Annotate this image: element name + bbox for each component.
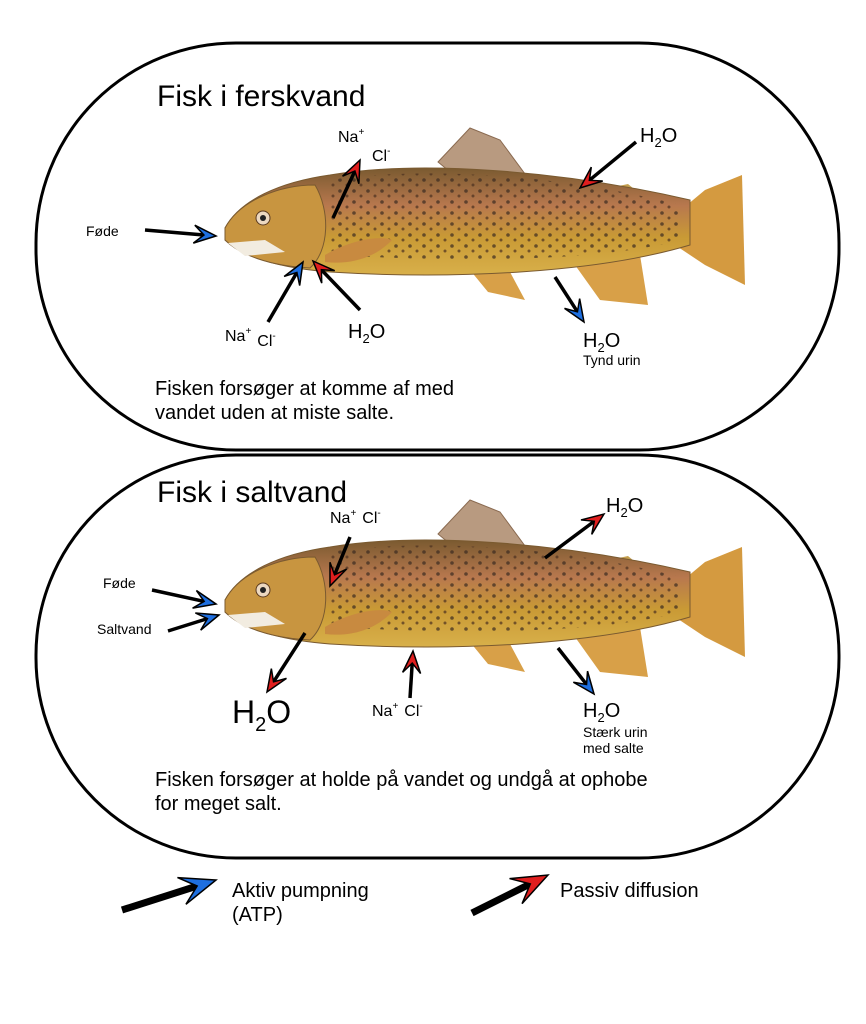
trout-illustration [224, 127, 746, 306]
arrow-shaft [320, 268, 362, 312]
arrow-ions-in-body [401, 649, 422, 699]
ion-gill-label: Na+Cl- [330, 508, 381, 527]
saltwater-label: Saltvand [97, 621, 151, 637]
arrowhead-icon [580, 512, 606, 535]
arrow-ions-out-gill [331, 158, 361, 219]
arrow-water-out-body [543, 512, 606, 560]
panel-title: Fisk i saltvand [157, 476, 347, 509]
legend: Aktiv pumpning (ATP) Passiv diffusion [120, 874, 699, 926]
arrow-saltwater-in [167, 612, 221, 633]
arrowhead-icon [192, 224, 218, 244]
arrowhead-icon [572, 670, 596, 696]
water-gill-label: H2O [348, 321, 385, 346]
water-urine-label: H2O [583, 330, 620, 355]
arrow-ions-in-gill [266, 260, 304, 323]
water-body-label: H2O [640, 125, 677, 150]
water-urine-label: H2O [583, 700, 620, 725]
legend-passive-label: Passiv diffusion [560, 880, 699, 902]
arrowhead-icon [578, 166, 603, 190]
freshwater-panel: Fisk i ferskvand Føde Na+Cl- H2O Na+Cl- … [34, 41, 841, 452]
arrowhead-icon [177, 876, 218, 905]
arrow-water-in-gill [311, 259, 362, 312]
arrowhead-icon [401, 649, 422, 674]
water-body-label: H2O [606, 495, 643, 520]
ion-in-label: Na+Cl- [225, 326, 276, 350]
arrowhead-icon [283, 260, 304, 286]
arrowhead-icon [194, 612, 221, 631]
arrow-shaft [556, 646, 588, 686]
arrowhead-icon [265, 668, 287, 694]
food-label: Føde [86, 223, 119, 239]
arrow-urine-out [556, 646, 596, 696]
urine-label-2: med salte [583, 740, 644, 756]
food-label: Føde [103, 575, 136, 591]
ion-body-label: Na+Cl- [372, 701, 423, 720]
arrow-shaft [470, 880, 532, 917]
arrow-shaft [151, 588, 205, 604]
arrowhead-icon [342, 158, 361, 184]
arrowhead-icon [564, 298, 586, 324]
arrow-water-out-gill [265, 632, 307, 694]
arrowhead-icon [311, 259, 336, 284]
arrow-shaft [408, 662, 414, 699]
arrow-shaft [553, 276, 579, 313]
legend-passive-arrow [470, 874, 550, 917]
trout-illustration [224, 499, 746, 678]
description-line-1: Fisken forsøger at holde på vandet og un… [155, 769, 648, 791]
panel-frame [34, 453, 841, 860]
legend-active-label-2: (ATP) [232, 904, 283, 926]
legend-active-arrow [120, 876, 218, 914]
saltwater-panel: Fisk i saltvand Føde Saltvand Na+Cl- H2O… [34, 453, 841, 860]
arrow-shaft [332, 536, 352, 576]
ion-out-label: Na+Cl- [338, 127, 390, 165]
description-line-2: vandet uden at miste salte. [155, 402, 394, 424]
arrowhead-icon [509, 874, 550, 905]
arrow-shaft [543, 519, 596, 560]
water-gill-label: H2O [232, 694, 291, 736]
arrow-ions-in-gill [329, 536, 352, 588]
arrow-shaft [588, 140, 638, 182]
panel-frame [34, 41, 841, 452]
arrow-water-in-body [578, 140, 638, 190]
urine-label-1: Stærk urin [583, 724, 648, 740]
arrowhead-icon [192, 589, 218, 609]
arrow-shaft [272, 632, 307, 683]
arrowhead-icon [329, 561, 348, 588]
description-line-2: for meget salt. [155, 793, 282, 815]
arrow-urine-out [553, 276, 586, 324]
arrow-shaft [167, 616, 208, 633]
urine-label: Tynd urin [583, 352, 641, 368]
panel-title: Fisk i ferskvand [157, 80, 365, 113]
arrow-shaft [144, 228, 205, 237]
arrow-shaft [266, 271, 299, 323]
arrow-food-in [144, 224, 218, 244]
legend-active-label-1: Aktiv pumpning [232, 880, 369, 902]
description-line-1: Fisken forsøger at komme af med [155, 378, 454, 400]
arrow-shaft [331, 170, 357, 219]
arrow-food-in [151, 588, 218, 609]
arrow-shaft [120, 882, 199, 914]
